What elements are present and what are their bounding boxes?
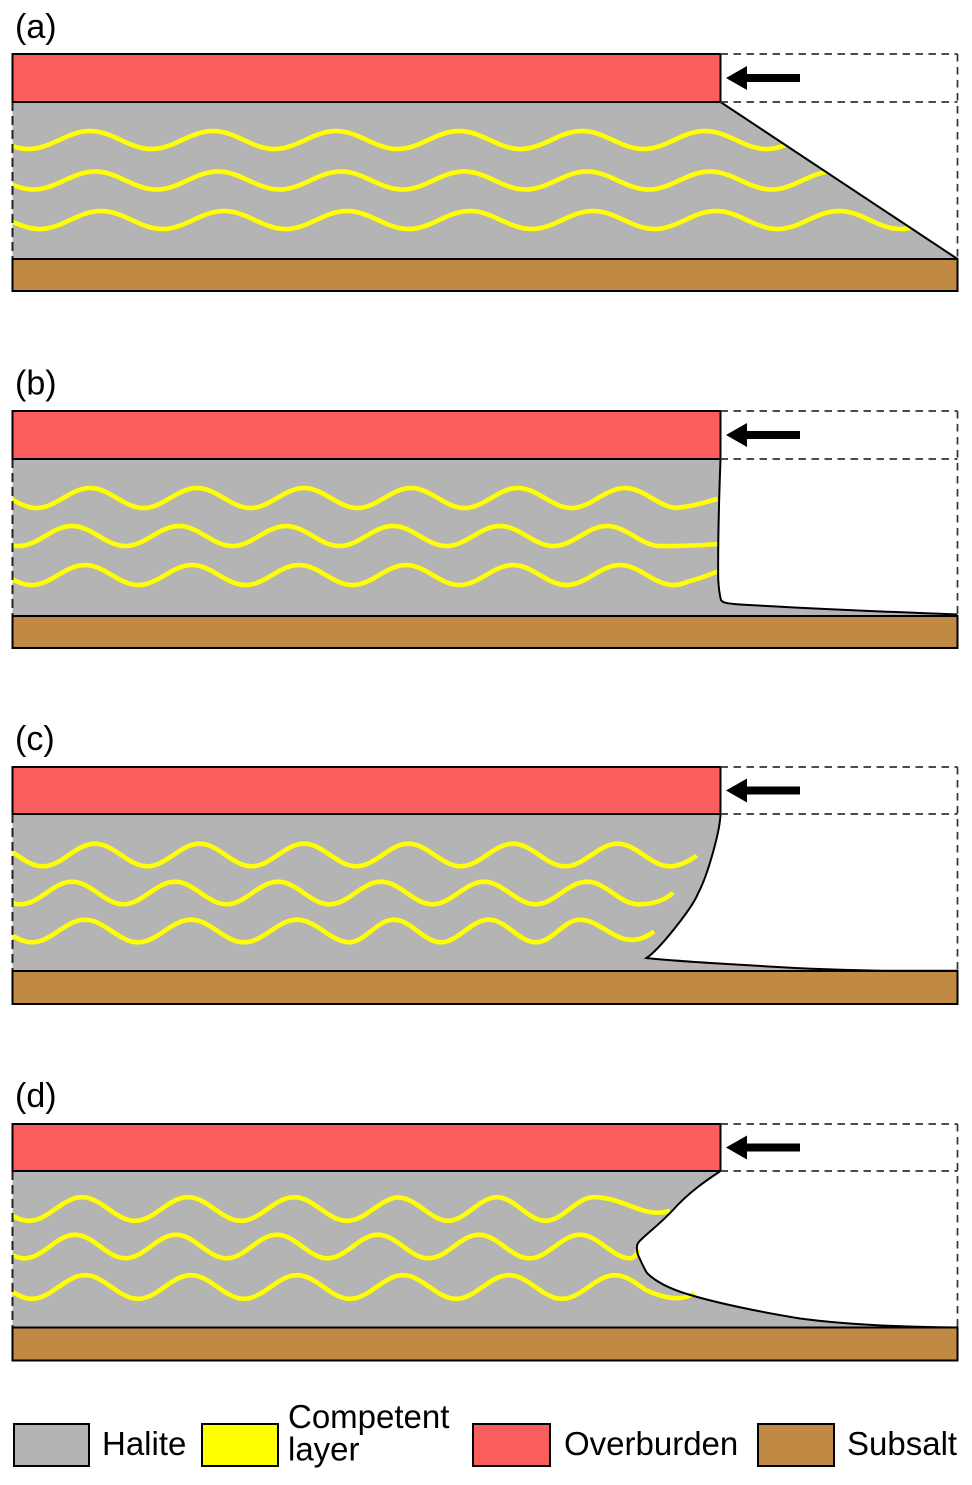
svg-text:layer: layer [288, 1431, 360, 1468]
svg-text:(c): (c) [15, 720, 55, 758]
svg-text:(d): (d) [15, 1077, 57, 1115]
svg-text:Halite: Halite [102, 1425, 186, 1462]
svg-text:(a): (a) [15, 8, 57, 46]
svg-text:Subsalt: Subsalt [847, 1425, 957, 1462]
svg-text:(b): (b) [15, 365, 57, 403]
svg-text:Competent: Competent [288, 1398, 449, 1435]
svg-text:Overburden: Overburden [564, 1425, 738, 1462]
